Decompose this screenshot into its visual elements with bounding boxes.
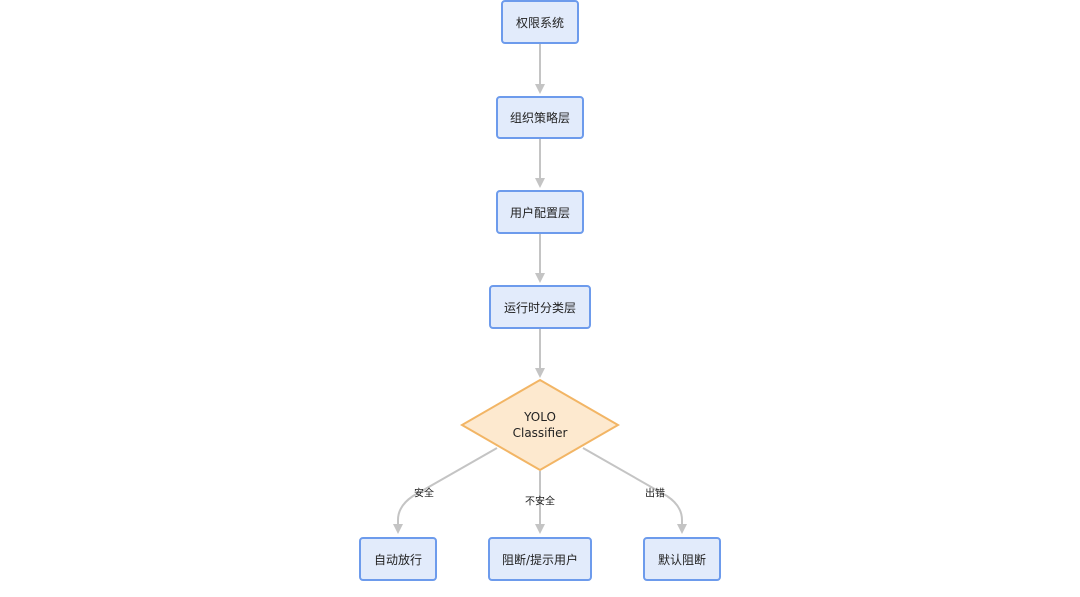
node-auto-allow: 自动放行 — [359, 537, 437, 581]
node-runtime-classify-layer-label: 运行时分类层 — [503, 300, 576, 315]
node-org-policy-layer-label: 组织策略层 — [509, 111, 570, 125]
node-user-config-layer: 用户配置层 — [496, 190, 584, 234]
node-permission-system: 权限系统 — [501, 0, 579, 44]
classifier-label: YOLO Classifier — [490, 405, 590, 445]
node-auto-allow-label: 自动放行 — [373, 552, 422, 567]
node-user-config-layer-label: 用户配置层 — [509, 205, 570, 220]
node-permission-system-label: 权限系统 — [515, 15, 564, 30]
node-block-prompt-label: 阻断/提示用户 — [501, 552, 579, 567]
node-block-prompt: 阻断/提示用户 — [488, 537, 592, 581]
edge-label-error: 出错 — [645, 488, 665, 500]
classifier-decision-diamond — [459, 378, 621, 472]
node-default-block-label: 默认阻断 — [657, 552, 706, 567]
classifier-label-line1: YOLO — [524, 410, 556, 424]
node-org-policy-layer: 组织策略层 — [496, 96, 584, 139]
edge-label-unsafe: 不安全 — [525, 496, 555, 508]
node-runtime-classify-layer: 运行时分类层 — [489, 285, 591, 329]
edge-error — [582, 447, 687, 534]
edge-label-safe: 安全 — [414, 488, 434, 500]
classifier-label-line2: Classifier — [512, 426, 568, 440]
edge-safe — [393, 447, 498, 534]
node-default-block: 默认阻断 — [643, 537, 721, 581]
